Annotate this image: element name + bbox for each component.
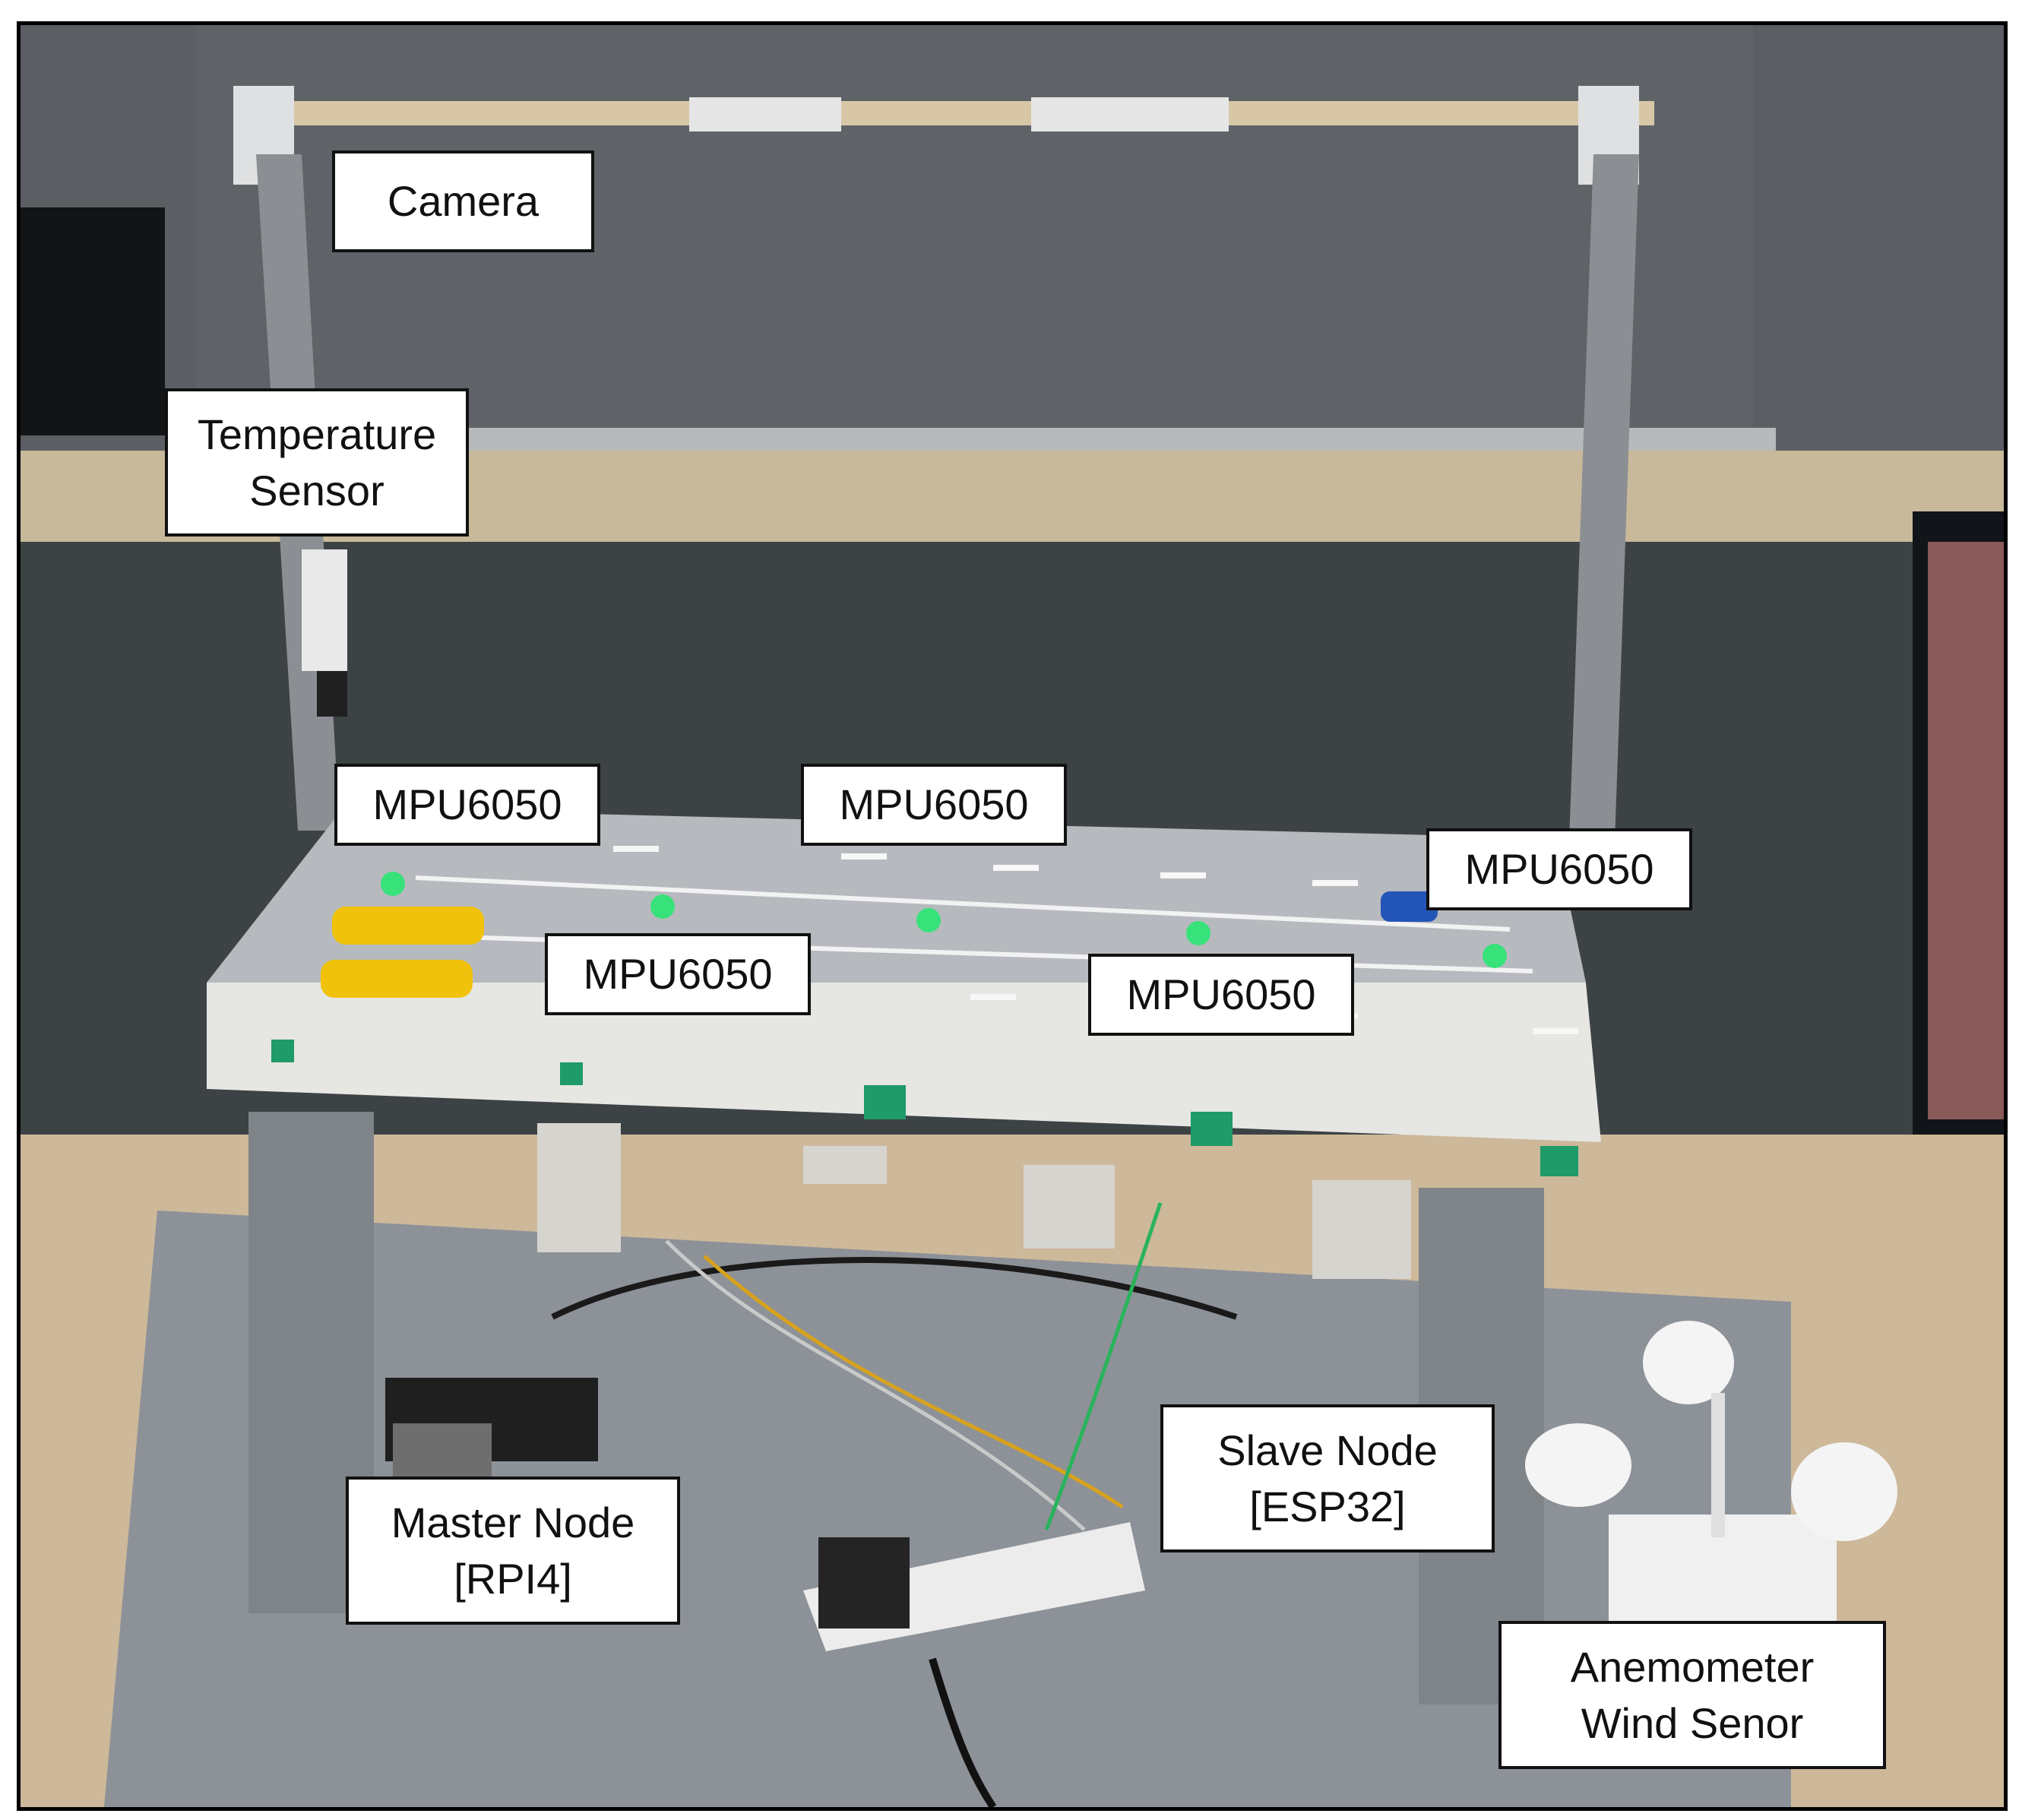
mpu6050-label-top-left-text: MPU6050 [372,780,562,828]
mpu6050-label-mid-right-text: MPU6050 [1126,970,1316,1018]
mpu6050-label-right-text: MPU6050 [1464,845,1654,893]
mpu6050-label-right: MPU6050 [1426,828,1692,910]
master-node-label-line2: [RPI4] [454,1554,572,1603]
master-node-label-line1: Master Node [391,1498,635,1546]
master-node-label: Master Node [RPI4] [346,1477,680,1625]
anemometer-label-line1: Anemometer [1570,1642,1815,1691]
anemometer-label: Anemometer Wind Senor [1498,1621,1886,1769]
mpu6050-label-mid-left-text: MPU6050 [583,950,773,998]
temperature-sensor-label-line2: Sensor [249,466,384,514]
anemometer-label-line2: Wind Senor [1581,1698,1804,1747]
figure-frame: Camera Temperature Sensor MPU6050 MPU605… [17,21,2008,1811]
mpu6050-label-top-center: MPU6050 [801,764,1067,846]
slave-node-label-line1: Slave Node [1217,1426,1438,1474]
temperature-sensor-label: Temperature Sensor [165,388,469,537]
temperature-sensor-label-line1: Temperature [197,410,437,458]
camera-label-text: Camera [387,177,540,225]
slave-node-label: Slave Node [ESP32] [1160,1404,1495,1553]
slave-node-label-line2: [ESP32] [1249,1482,1406,1530]
mpu6050-label-top-center-text: MPU6050 [839,780,1029,828]
mpu6050-label-mid-right: MPU6050 [1088,954,1354,1036]
mpu6050-label-top-left: MPU6050 [334,764,600,846]
bridge-testbed-photo [21,25,2004,1807]
mpu6050-label-mid-left: MPU6050 [545,933,811,1015]
camera-label: Camera [332,150,594,252]
